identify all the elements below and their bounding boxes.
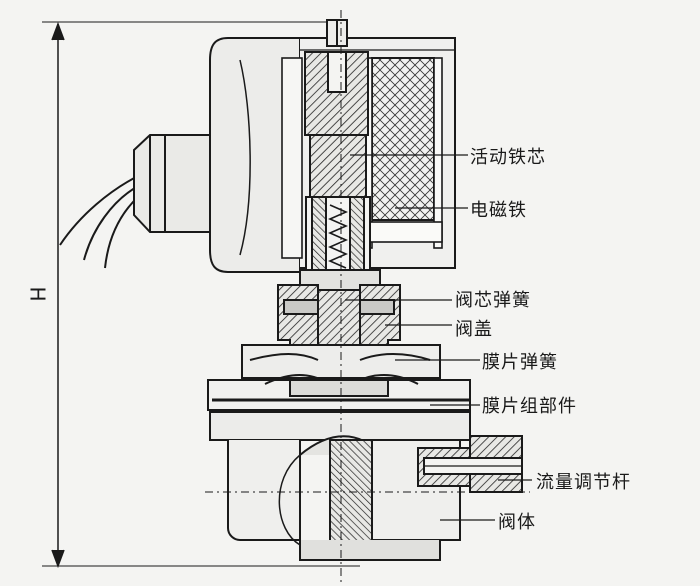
flow-adjust-rod: [417, 435, 523, 493]
label-valve-body: 阀体: [498, 512, 536, 533]
plug-nut: [326, 19, 348, 47]
moving-core: [305, 134, 371, 278]
electromagnet-coil: [281, 57, 443, 259]
leader-lines: [345, 154, 532, 521]
label-diaphragm-assembly: 膜片组部件: [482, 396, 577, 417]
label-electromagnet: 电磁铁: [470, 200, 527, 221]
valve-cover: [241, 284, 441, 379]
label-moving-core: 活动铁芯: [470, 147, 546, 168]
centerlines: [205, 10, 530, 586]
power-cable: [59, 174, 141, 269]
dimension-line: [42, 21, 360, 569]
label-core-spring: 阀芯弹簧: [455, 290, 531, 311]
label-flow-adjust-rod: 流量调节杆: [536, 472, 631, 493]
label-valve-cover: 阀盖: [455, 319, 493, 340]
dimension-label-h: H: [25, 286, 50, 302]
diaphragm-assembly: [207, 374, 471, 411]
label-diaphragm-spring: 膜片弹簧: [482, 352, 558, 373]
fixed-core: [304, 51, 369, 136]
